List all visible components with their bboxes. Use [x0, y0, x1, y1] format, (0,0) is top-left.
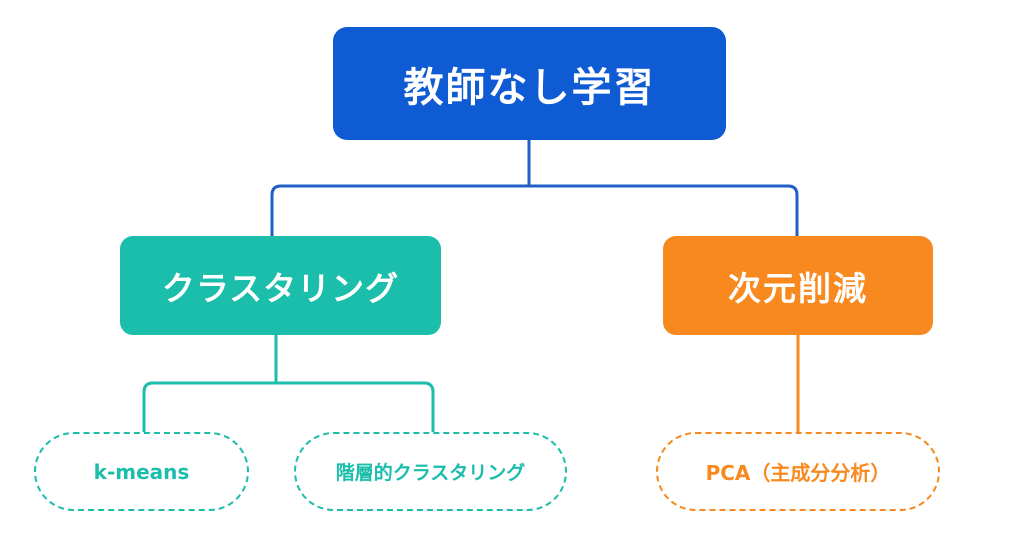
hierarchical-clustering-node: 階層的クラスタリング [294, 432, 567, 511]
pca-node: PCA（主成分分析） [656, 432, 940, 511]
kmeans-node-label: k-means [93, 459, 190, 484]
root-node-label: 教師なし学習 [403, 64, 656, 111]
root-connector [270, 140, 799, 236]
pca-node-label: PCA（主成分分析） [705, 461, 891, 485]
dimensionality-reduction-node-label: 次元削減 [728, 268, 868, 308]
root-node: 教師なし学習 [333, 27, 726, 140]
clustering-node: クラスタリング [120, 236, 441, 335]
clustering-node-label: クラスタリング [161, 268, 400, 308]
kmeans-node: k-means [34, 432, 249, 511]
dimensionality-reduction-node: 次元削減 [663, 236, 933, 335]
hierarchical-clustering-node-label: 階層的クラスタリング [335, 462, 526, 484]
clustering-connector [142, 335, 435, 432]
